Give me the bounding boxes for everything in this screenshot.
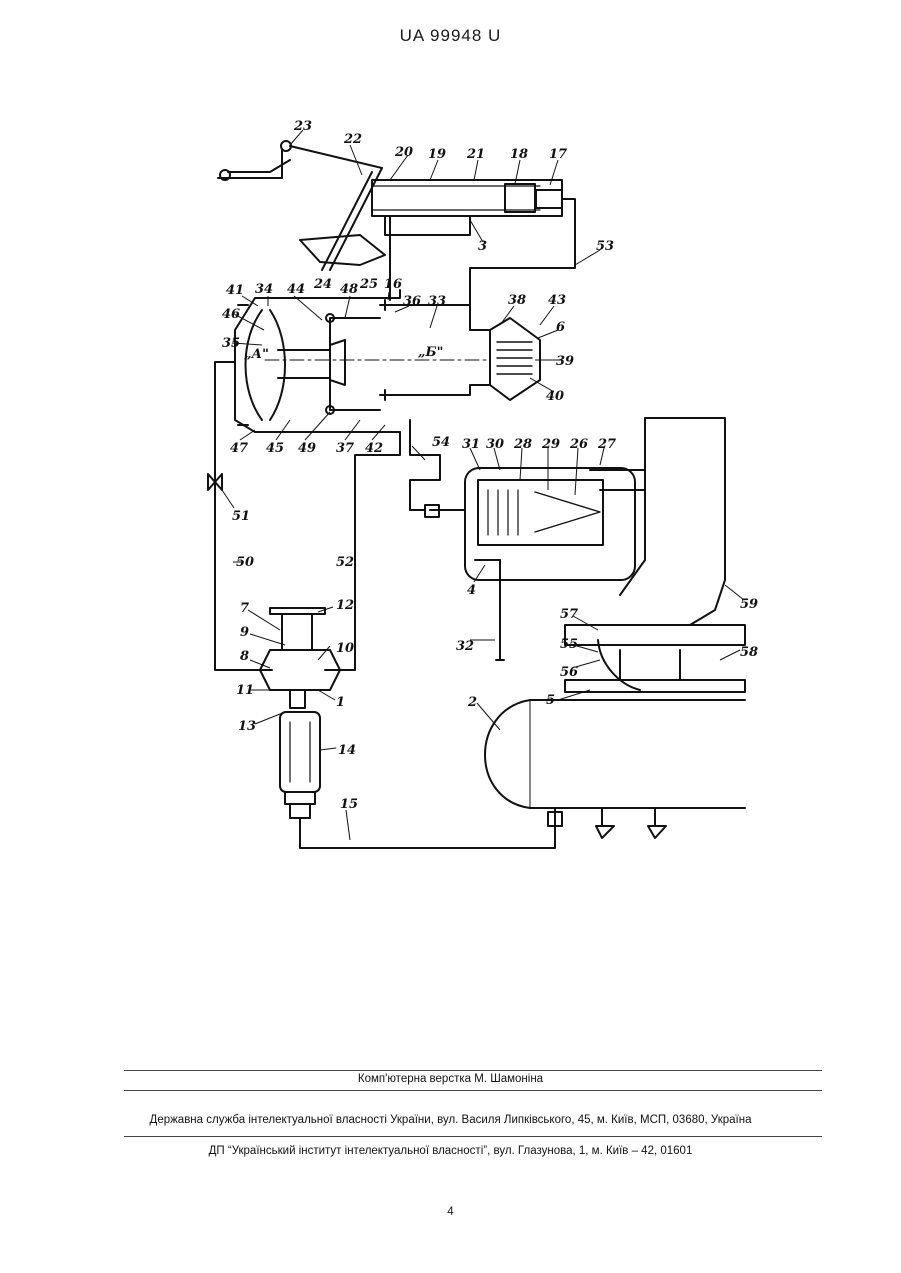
agency-address: Державна служба інтелектуальної власност… (0, 1114, 901, 1126)
label-57: 57 (560, 607, 578, 622)
label-11: 11 (236, 683, 254, 698)
label-30: 30 (486, 437, 504, 452)
label-5: 5 (546, 693, 555, 708)
label-21: 21 (466, 147, 485, 162)
label-33: 33 (428, 294, 446, 309)
label-7: 7 (240, 601, 249, 616)
label-13: 13 (238, 719, 256, 734)
label-50: 50 (236, 555, 254, 570)
label-15: 15 (340, 797, 358, 812)
label-9: 9 (240, 625, 249, 640)
label-44: 44 (287, 282, 305, 297)
label-59: 59 (740, 597, 758, 612)
label-39: 39 (556, 354, 574, 369)
footer-rule-top (124, 1070, 822, 1071)
label-49: 49 (298, 441, 316, 456)
label-48: 48 (340, 282, 358, 297)
label-1: 1 (336, 695, 345, 710)
label-8: 8 (240, 649, 249, 664)
label-3: 3 (478, 239, 487, 254)
label-20: 20 (394, 145, 413, 160)
label-38: 38 (508, 293, 526, 308)
label-40: 40 (546, 389, 564, 404)
footer-rule-middle (124, 1090, 822, 1091)
label-42: 42 (365, 441, 383, 456)
label-cavity-a: „А" (244, 347, 269, 362)
label-31: 31 (462, 437, 480, 452)
label-25: 25 (359, 277, 378, 292)
label-56: 56 (560, 665, 578, 680)
institute-address: ДП “Український інститут інтелектуальної… (0, 1145, 901, 1157)
label-47: 47 (230, 441, 248, 456)
label-29: 29 (541, 437, 560, 452)
label-19: 19 (428, 147, 446, 162)
drawing-callouts (222, 130, 744, 840)
label-16: 16 (384, 277, 402, 292)
label-36: 36 (403, 294, 421, 309)
page-number: 4 (0, 1206, 901, 1218)
label-52: 52 (336, 555, 354, 570)
label-28: 28 (513, 437, 532, 452)
label-35: 35 (222, 336, 240, 351)
label-58: 58 (740, 645, 758, 660)
label-18: 18 (510, 147, 528, 162)
label-37: 37 (336, 441, 354, 456)
label-12: 12 (336, 598, 354, 613)
label-22: 22 (343, 132, 362, 147)
typesetting-credit: Комп'ютерна верстка М. Шамоніна (0, 1073, 901, 1085)
label-32: 32 (456, 639, 474, 654)
label-14: 14 (338, 743, 356, 758)
label-54: 54 (432, 435, 450, 450)
label-27: 27 (597, 437, 616, 452)
label-cavity-b: „Б" (418, 345, 443, 360)
label-51: 51 (232, 509, 250, 524)
label-10: 10 (336, 641, 354, 656)
label-23: 23 (293, 119, 312, 134)
footer-rule-bottom (124, 1136, 822, 1137)
label-26: 26 (569, 437, 588, 452)
drawing-lines (208, 141, 745, 848)
technical-drawing: 23 22 20 19 21 18 17 3 53 24 25 16 41 34… (0, 0, 901, 900)
label-55: 55 (560, 637, 578, 652)
label-24: 24 (313, 277, 332, 292)
label-45: 45 (266, 441, 284, 456)
label-43: 43 (548, 293, 566, 308)
label-53: 53 (596, 239, 614, 254)
label-46: 46 (222, 307, 240, 322)
label-6: 6 (556, 320, 565, 335)
label-2: 2 (467, 695, 477, 710)
label-4: 4 (467, 583, 476, 598)
label-41: 41 (226, 283, 244, 298)
label-34: 34 (255, 282, 273, 297)
label-17: 17 (549, 147, 567, 162)
